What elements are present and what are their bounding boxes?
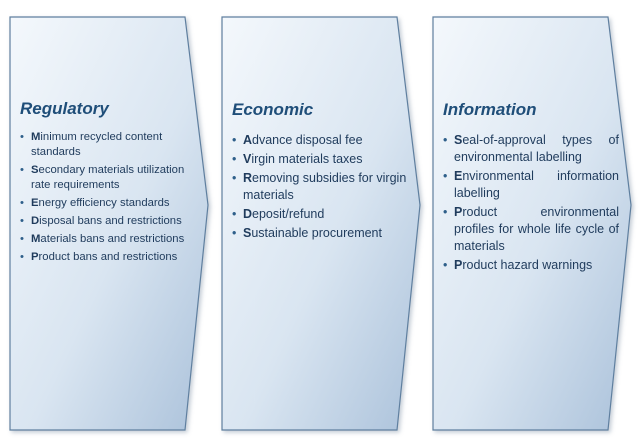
list-item: •Disposal bans and restrictions: [20, 215, 182, 227]
list-item: •Sustainable procurement: [232, 226, 382, 240]
information-list: •Seal-of-approval types of environmental…: [443, 132, 619, 274]
list-item: •Removing subsidies for virgin materials: [232, 171, 407, 202]
regulatory-title: Regulatory: [20, 99, 109, 118]
list-item: •Product environmental profiles for whol…: [443, 205, 619, 253]
list-item: •Energy efficiency standards: [20, 197, 170, 209]
information-title: Information: [443, 100, 537, 119]
economic-list: •Advance disposal fee •Virgin materials …: [232, 132, 412, 242]
regulatory-list: •Minimum recycled content standards •Sec…: [20, 130, 192, 265]
list-item: •Product hazard warnings: [443, 258, 593, 272]
regulatory-panel: Regulatory •Minimum recycled content sta…: [20, 99, 192, 268]
list-item: •Secondary materials utilization rate re…: [20, 164, 185, 191]
list-item: •Virgin materials taxes: [232, 152, 363, 166]
economic-title: Economic: [232, 100, 314, 119]
list-item: •Product bans and restrictions: [20, 251, 178, 263]
list-item: •Environmental information labelling: [443, 169, 619, 200]
list-item: •Materials bans and restrictions: [20, 233, 185, 245]
list-item: •Minimum recycled content standards: [20, 131, 163, 158]
list-item: •Seal-of-approval types of environmental…: [443, 133, 619, 164]
information-panel: Information •Seal-of-approval types of e…: [443, 101, 619, 276]
information-chevron: [432, 16, 632, 431]
economic-panel: Economic •Advance disposal fee •Virgin m…: [232, 101, 412, 244]
list-item: •Advance disposal fee: [232, 133, 363, 147]
list-item: •Deposit/refund: [232, 207, 325, 221]
economic-chevron: [221, 16, 421, 431]
regulatory-chevron: [9, 16, 209, 431]
